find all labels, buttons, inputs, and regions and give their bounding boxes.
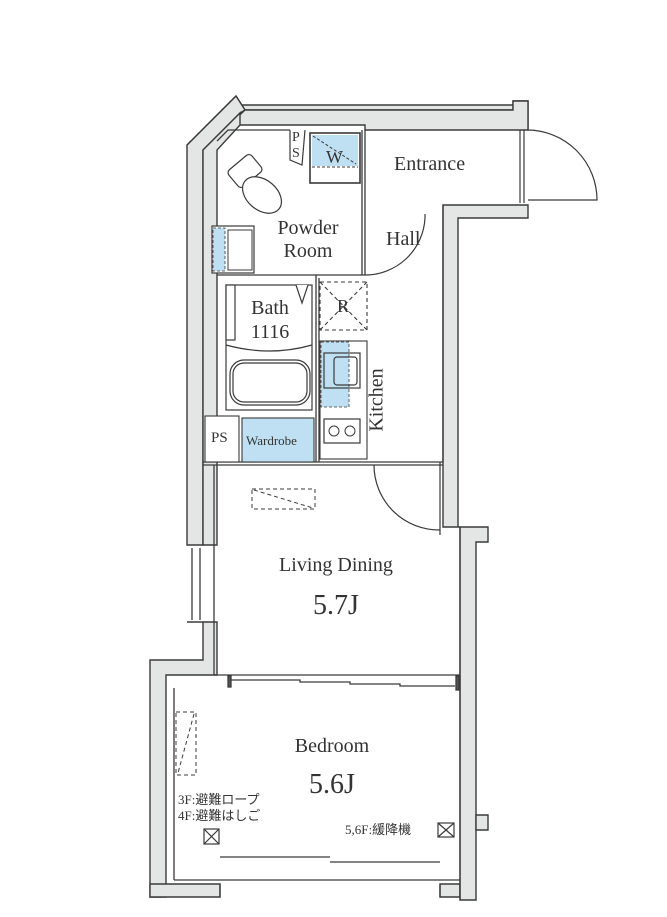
entrance-label: Entrance xyxy=(394,153,466,175)
living-dining-size: 5.7J xyxy=(313,590,359,621)
bath-label-2: 1116 xyxy=(250,321,290,343)
bath-label-1: Bath xyxy=(251,297,289,319)
ps-top-box xyxy=(289,129,306,166)
powder-sink-icon xyxy=(211,225,255,274)
escape-note-left-2: 4F:避難はしご xyxy=(178,808,261,823)
kitchen-counter xyxy=(319,340,368,460)
ps-lower-label: PS xyxy=(211,430,228,446)
escape-hatch-right-icon xyxy=(437,822,455,838)
escape-hatch-left-icon xyxy=(203,828,220,845)
powder-room-label-1: Powder xyxy=(277,217,339,239)
toilet-icon xyxy=(227,153,283,214)
wardrobe-label: Wardrobe xyxy=(246,433,297,448)
ps-top-label-1: P xyxy=(292,130,300,145)
living-dining-label: Living Dining xyxy=(279,554,393,576)
escape-note-right: 5,6F:緩降機 xyxy=(345,822,412,837)
kitchen-label: Kitchen xyxy=(365,368,388,432)
washer-icon xyxy=(309,132,361,184)
refrigerator-label: R xyxy=(337,296,350,316)
washer-label: W xyxy=(326,147,343,167)
wardrobe-box xyxy=(241,417,315,463)
ld-aircon-icon xyxy=(251,488,316,510)
bathtub-icon xyxy=(225,284,313,411)
interior-lines xyxy=(173,95,461,900)
bedroom-size: 5.6J xyxy=(309,769,355,800)
door-swings xyxy=(364,129,598,535)
escape-note-left-1: 3F:避難ロープ xyxy=(178,792,260,807)
hall-label: Hall xyxy=(386,228,421,250)
refrigerator-icon xyxy=(319,281,368,331)
ps-lower-box xyxy=(204,415,240,463)
bedroom-label: Bedroom xyxy=(294,735,370,757)
bedroom-aircon-icon xyxy=(175,711,197,776)
ps-top-label-2: S xyxy=(292,146,300,161)
powder-room-label-2: Room xyxy=(283,240,333,262)
